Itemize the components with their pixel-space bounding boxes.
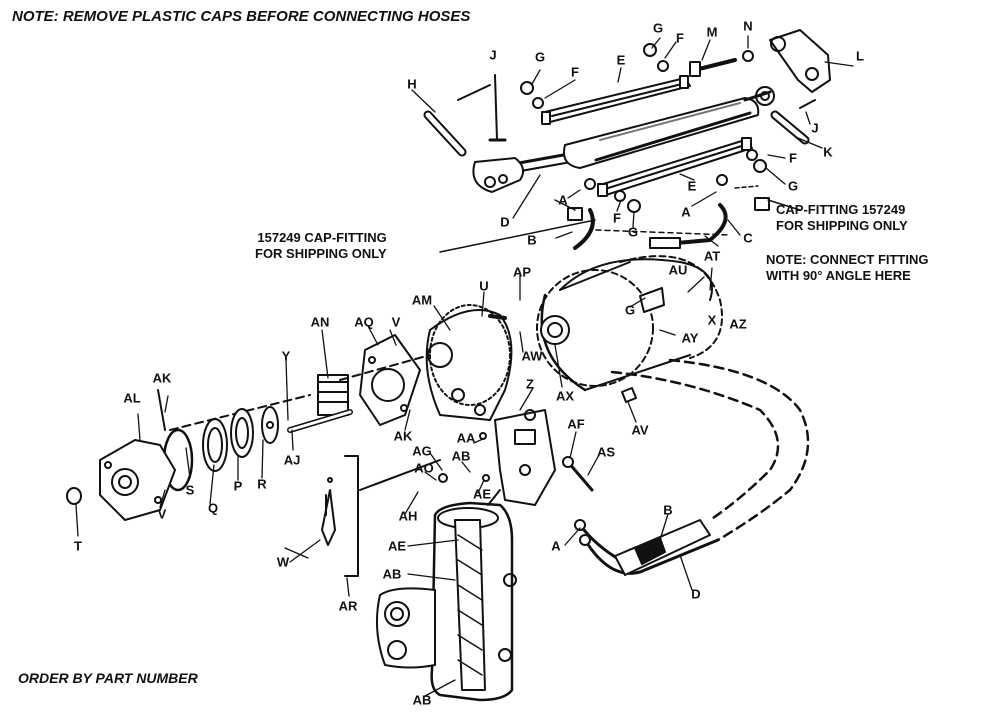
part-label: AU [668, 262, 688, 278]
part-label: F [613, 210, 621, 226]
rod-end-clevis [769, 29, 831, 145]
part-label: AK [393, 428, 413, 444]
part-label: A [551, 538, 561, 554]
part-label: AH [398, 508, 418, 524]
part-label: AB [451, 448, 471, 464]
part-label: G [787, 178, 799, 194]
reservoir [536, 255, 723, 392]
part-label: AM [411, 292, 433, 308]
part-label: V [157, 506, 167, 522]
part-label: G [627, 224, 639, 240]
part-label: D [500, 214, 510, 230]
cap-fitting-note-left: 157249 CAP-FITTING FOR SHIPPING ONLY [255, 230, 387, 262]
part-label: AN [310, 314, 330, 330]
part-label: J [489, 47, 497, 63]
part-label: AK [152, 370, 172, 386]
cap-fitting-left-line1: 157249 CAP-FITTING [257, 230, 387, 245]
pump-housing [425, 304, 513, 421]
fasteners-top [520, 43, 770, 221]
end-cover [66, 439, 176, 521]
part-label: A [558, 192, 568, 208]
part-label: F [789, 150, 797, 166]
pressure-plate [359, 334, 421, 426]
part-label: AB [412, 692, 432, 708]
cap-fitting-right-line1: CAP-FITTING 157249 [776, 202, 906, 217]
part-label: S [185, 482, 195, 498]
part-label: Y [281, 348, 291, 364]
part-label: U [479, 278, 489, 294]
leader-lines [439, 185, 801, 253]
part-label: A [681, 204, 691, 220]
power-cylinder [472, 86, 775, 193]
part-label: AZ [729, 316, 747, 332]
cap-av [621, 387, 637, 403]
part-label: L [856, 48, 864, 64]
part-label: E [687, 178, 697, 194]
part-label: AA [456, 430, 476, 446]
fitting-c [573, 203, 731, 250]
part-label: AW [521, 348, 543, 364]
part-label: Z [526, 376, 534, 392]
connect-fitting-note: NOTE: CONNECT FITTING WITH 90° ANGLE HER… [766, 252, 929, 284]
part-label: E [616, 52, 626, 68]
part-label: Q [207, 500, 219, 516]
part-label: AF [567, 416, 585, 432]
part-label: AE [472, 486, 492, 502]
part-label: AO [414, 460, 434, 476]
connect-fitting-line2: WITH 90° ANGLE HERE [766, 268, 911, 283]
part-label: AS [596, 444, 616, 460]
rotor-shaft [169, 354, 431, 433]
part-label: AT [703, 248, 721, 264]
part-label: K [823, 144, 833, 160]
cap-fitting-left-line2: FOR SHIPPING ONLY [255, 246, 387, 261]
part-label: F [676, 30, 684, 46]
part-label: G [624, 302, 636, 318]
part-label: G [652, 20, 664, 36]
part-label: AX [555, 388, 575, 404]
part-label: AJ [283, 452, 301, 468]
cap-fitting-note-right: CAP-FITTING 157249 FOR SHIPPING ONLY [776, 202, 908, 234]
part-label: X [707, 312, 717, 328]
order-by-part-number: ORDER BY PART NUMBER [18, 670, 198, 686]
part-label: AY [681, 330, 699, 346]
part-label: G [534, 49, 546, 65]
part-label: D [691, 586, 701, 602]
part-label: AP [512, 264, 532, 280]
part-label: B [527, 232, 537, 248]
part-label: AQ [354, 314, 374, 330]
part-label: M [706, 24, 718, 40]
gear-housing [376, 489, 517, 702]
part-label: V [391, 314, 401, 330]
part-label: AE [387, 538, 407, 554]
part-label: AR [338, 598, 358, 614]
seal-rings [157, 389, 279, 492]
part-label: P [233, 478, 243, 494]
lower-bracket [597, 137, 753, 197]
note-remove-caps: NOTE: REMOVE PLASTIC CAPS BEFORE CONNECT… [12, 8, 471, 25]
part-label: N [743, 18, 753, 34]
upper-bracket [541, 75, 691, 125]
cap-fitting-right-line2: FOR SHIPPING ONLY [776, 218, 908, 233]
part-label: AL [123, 390, 141, 406]
part-label: T [74, 538, 82, 554]
part-label: AV [631, 422, 649, 438]
part-label: R [257, 476, 267, 492]
part-label: AB [382, 566, 402, 582]
label-leaders [75, 35, 854, 697]
part-label: J [811, 120, 819, 136]
hoses [574, 358, 810, 576]
connect-fitting-line1: NOTE: CONNECT FITTING [766, 252, 929, 267]
inset-bracket [321, 455, 441, 577]
part-label: F [571, 64, 579, 80]
part-label: B [663, 502, 673, 518]
part-label: W [276, 554, 290, 570]
control-valve [438, 409, 594, 506]
part-label: AG [412, 443, 432, 459]
part-label: C [743, 230, 753, 246]
pin-and-cotters [423, 74, 816, 157]
part-label: H [407, 76, 417, 92]
